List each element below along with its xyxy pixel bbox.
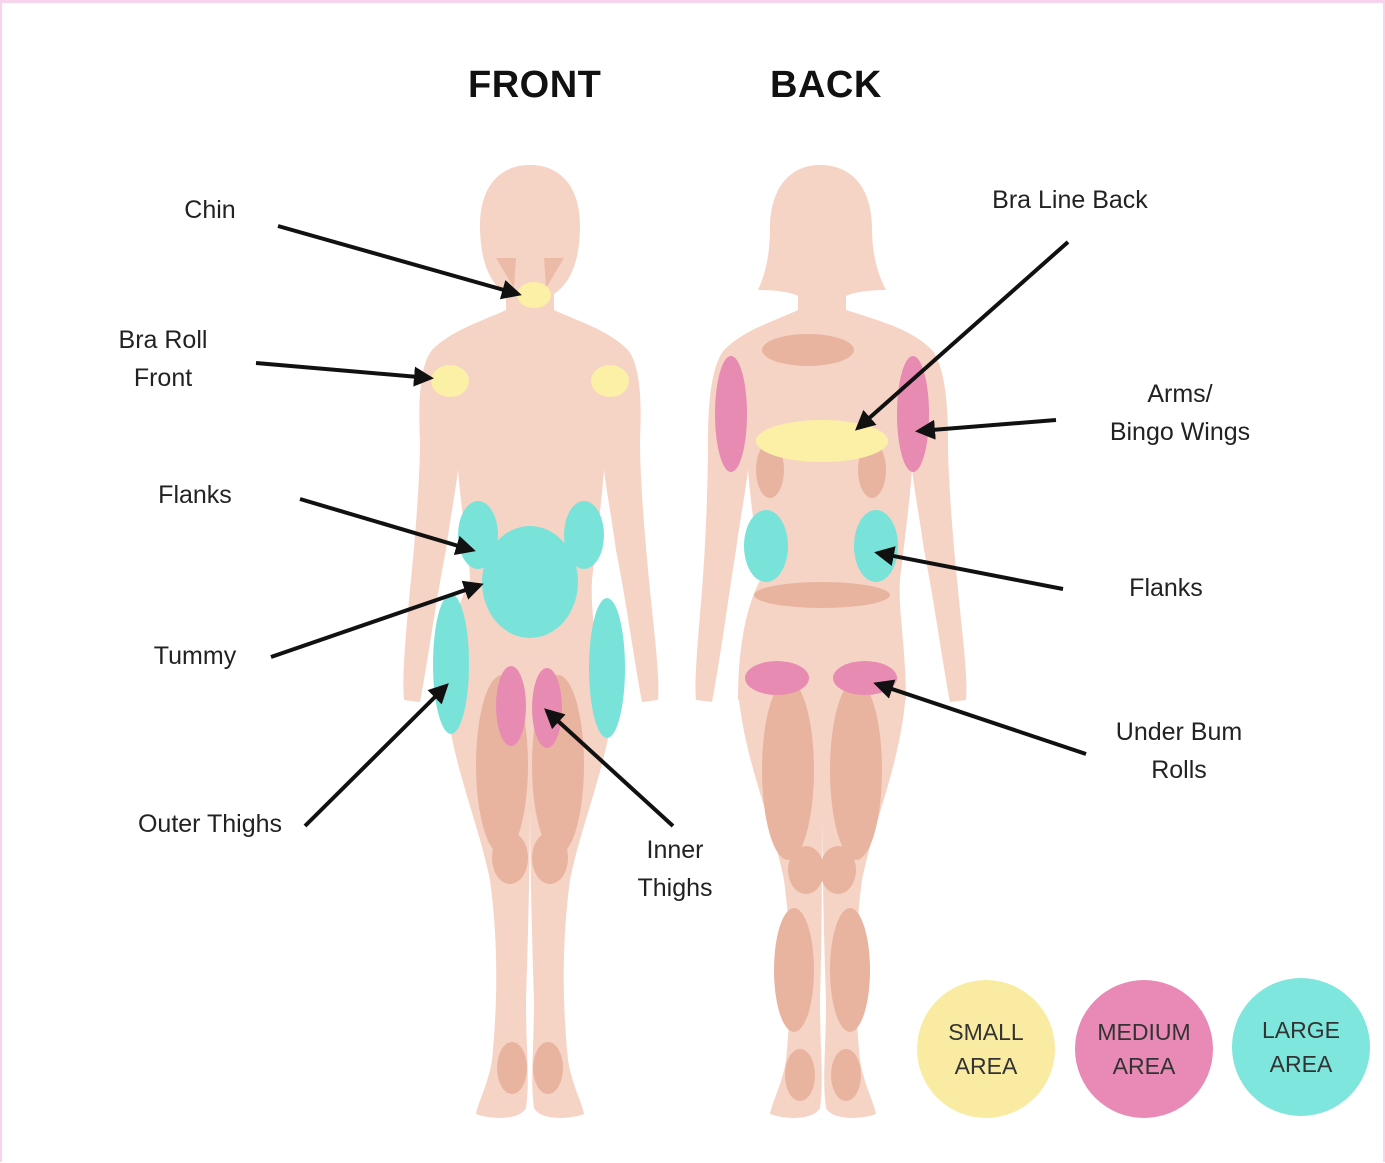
zone-chin (517, 282, 551, 308)
zone-arm-right (897, 356, 929, 472)
label-outer-thighs: Outer Thighs (137, 810, 283, 838)
label-bra-roll-front: Bra Roll Front (98, 321, 228, 397)
zone-arm-left (715, 356, 747, 472)
zone-inner-thigh-right (532, 668, 562, 748)
zone-bra-roll-right (591, 365, 629, 397)
arrow-arms (915, 418, 1057, 440)
label-under-bum-line1: Under Bum (1115, 718, 1243, 746)
front-torso (403, 310, 659, 702)
zone-under-bum-left (745, 661, 809, 695)
back-figure (695, 165, 967, 1118)
legend-small-line2: AREA (954, 1053, 1018, 1079)
label-bra-roll-front-line1: Bra Roll (118, 326, 208, 354)
label-chin: Chin (184, 196, 236, 224)
legend-small-area: SMALL AREA (917, 980, 1055, 1118)
front-heading: FRONT (468, 64, 602, 106)
legend-large-area: LARGE AREA (1232, 978, 1370, 1116)
back-heading: BACK (770, 64, 882, 106)
zone-outer-thigh-right (589, 598, 625, 738)
label-inner-thighs: Inner Thighs (620, 831, 730, 907)
zone-back-flank-left (744, 510, 788, 582)
label-inner-thighs-line1: Inner (646, 836, 704, 864)
arrow-tummy (270, 580, 484, 659)
back-shading (754, 334, 890, 1101)
label-arms: Arms/ Bingo Wings (1090, 375, 1270, 451)
zone-bra-roll-left (431, 365, 469, 397)
legend-small-line1: SMALL (948, 1019, 1024, 1045)
legend-medium-line2: AREA (1112, 1053, 1176, 1079)
legend-medium-line1: MEDIUM (1097, 1019, 1191, 1045)
legend-large-line2: AREA (1269, 1051, 1333, 1077)
arrow-flanks-front (299, 497, 476, 556)
label-tummy: Tummy (153, 642, 237, 670)
arrow-bra-line-back (855, 240, 1070, 431)
label-inner-thighs-line2: Thighs (637, 874, 713, 902)
zone-back-flank-right (854, 510, 898, 582)
arrow-chin (277, 224, 522, 300)
zone-flank-right (564, 501, 604, 569)
label-arms-line2: Bingo Wings (1109, 418, 1251, 446)
zone-bra-line-back (756, 420, 888, 462)
zone-outer-thigh-left (433, 594, 469, 734)
arrows (255, 224, 1087, 828)
legend-large-line1: LARGE (1262, 1017, 1340, 1043)
arrow-inner-thighs (544, 708, 675, 828)
legend-medium-area: MEDIUM AREA (1075, 980, 1213, 1118)
zone-under-bum-right (833, 661, 897, 695)
back-head (758, 165, 886, 312)
arrow-flanks-back (874, 546, 1064, 591)
label-under-bum-line2: Rolls (1151, 756, 1207, 784)
front-head (480, 165, 580, 312)
front-legs (445, 690, 615, 1118)
front-figure (403, 165, 659, 1118)
label-flanks-front: Flanks (158, 481, 232, 509)
front-shading (476, 258, 584, 1094)
arrow-bra-roll-front (255, 361, 434, 387)
label-bra-roll-front-line2: Front (133, 364, 193, 392)
arrow-under-bum (873, 679, 1087, 756)
zone-inner-thigh-left (496, 666, 526, 746)
label-flanks-back: Flanks (1129, 574, 1203, 602)
label-bra-line-back: Bra Line Back (992, 186, 1148, 214)
label-under-bum-rolls: Under Bum Rolls (1094, 713, 1264, 789)
arrow-outer-thighs (303, 683, 449, 828)
label-arms-line1: Arms/ (1147, 380, 1213, 408)
zone-tummy (482, 526, 578, 638)
